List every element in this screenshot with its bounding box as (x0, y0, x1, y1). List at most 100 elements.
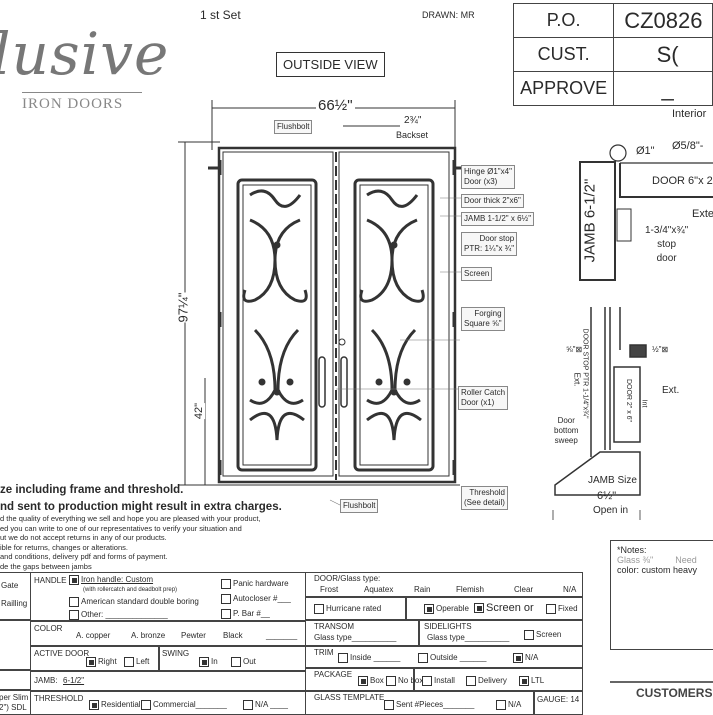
trim-inside-label: Inside (350, 653, 372, 663)
height-dimension: 97¼" (175, 292, 191, 323)
install-checkbox[interactable] (422, 676, 432, 686)
jamb-size-label: JAMB Size (588, 475, 637, 486)
screen-label: Screen (461, 267, 493, 281)
fixed-checkbox[interactable] (546, 604, 556, 614)
door-thick-label: Door thick 2"x6" (461, 194, 524, 208)
cust-value: S( (613, 37, 713, 72)
color-option-black[interactable]: Black (223, 631, 243, 640)
diameter-circle (609, 144, 627, 162)
iron-handle-label: Iron handle: Custom (81, 575, 154, 585)
glass-option-rain[interactable]: Rain (414, 585, 431, 594)
threshold-na-checkbox[interactable] (243, 700, 253, 710)
screen-checkbox[interactable] (474, 603, 484, 614)
commercial-checkbox[interactable] (141, 700, 151, 710)
approve-value: _ (613, 71, 713, 106)
no-box-label: No box (398, 676, 424, 686)
fixed-label: Fixed (558, 604, 578, 614)
roller-catch-line2: Door (x1) (461, 398, 495, 407)
color-option-a-copper[interactable]: A. copper (76, 631, 111, 640)
active-right-checkbox[interactable] (86, 657, 96, 667)
glass-option-na[interactable]: N/A (563, 585, 577, 594)
hurricane-checkbox[interactable] (314, 604, 324, 614)
swing-label: SWING (162, 649, 190, 658)
glass-option-frost[interactable]: Frost (320, 585, 339, 594)
sdl-cell: per Slim 2") SDL (0, 690, 31, 715)
active-left-checkbox[interactable] (124, 657, 134, 667)
threshold-section-detail (552, 307, 647, 520)
glass-template-na-checkbox[interactable] (496, 700, 506, 710)
trim-inside-checkbox[interactable] (338, 653, 348, 663)
no-box-checkbox[interactable] (386, 676, 396, 686)
door-stop-section-label: DOOR STOP PTR 1-1/4"x¾" (581, 328, 589, 419)
flushbolt-top-label: Flushbolt (274, 120, 313, 134)
disclaimer-line: ible for returns, changes or alterations… (0, 542, 128, 552)
hurricane-label: Hurricane rated (326, 604, 382, 614)
right-door-leaf (338, 151, 450, 477)
notes-glass: Glass ⅜" (617, 555, 654, 565)
stop-line1: 1-3/4"x¾" (645, 225, 689, 236)
order-form: Gate Railling per Slim 2") SDL HANDLE Ir… (0, 572, 713, 715)
transom-section: TRANSOM Glass type__________ (305, 619, 420, 647)
sidelights-screen-checkbox[interactable] (524, 630, 534, 640)
swing-in-checkbox[interactable] (199, 657, 209, 667)
disclaimer-line: de the gaps between jambs (0, 561, 92, 571)
logo-script: lusive (0, 20, 170, 88)
glass-option-aquatex[interactable]: Aquatex (364, 585, 394, 594)
hinge-line1: Hinge Ø1"x4" (464, 167, 512, 176)
notes-color: color: custom heavy (617, 565, 698, 575)
notes-title: *Notes: (617, 545, 647, 555)
disclaimer-line: and conditions, delivery pdf and forms o… (0, 552, 168, 561)
sent-pieces-checkbox[interactable] (384, 700, 394, 710)
other-checkbox[interactable] (69, 610, 79, 620)
glass-option-clear[interactable]: Clear (514, 585, 534, 594)
american-standard-checkbox[interactable] (69, 597, 79, 607)
color-option-a-bronze[interactable]: A. bronze (131, 631, 166, 640)
sdl-line2: 2") SDL (0, 703, 27, 712)
swing-out-checkbox[interactable] (231, 657, 241, 667)
residential-checkbox[interactable] (89, 700, 99, 710)
customers-signature-label: CUSTOMERS (636, 686, 713, 700)
jamb-form-value[interactable]: 6-1/2" (63, 676, 85, 685)
sweep-line1: Door (557, 416, 575, 425)
autocloser-checkbox[interactable] (221, 594, 231, 604)
glass-type-section: DOOR/Glass type: Frost Aquatex Rain Flem… (305, 572, 583, 598)
iron-handle-checkbox[interactable] (69, 575, 79, 585)
trim-section: TRIM Inside ______ Outside ______ N/A (305, 645, 583, 669)
american-standard-label: American standard double boring (81, 597, 199, 607)
gate-label: Gate (1, 581, 19, 590)
p-bar-checkbox[interactable] (221, 609, 231, 619)
five-eighths-label: ⅝"⊠ (566, 345, 583, 354)
sweep-line2: bottom (554, 426, 579, 435)
sdl-line1: per Slim (0, 693, 29, 702)
left-glass-panel (236, 178, 318, 472)
door-section-label: DOOR 2" x 6" (625, 378, 633, 423)
trim-na-checkbox[interactable] (513, 653, 523, 663)
trim-label: TRIM (314, 648, 334, 657)
ltl-checkbox[interactable] (519, 676, 529, 686)
transom-glass-label: Glass type (314, 633, 352, 642)
active-right-label: Right (98, 657, 117, 667)
handle-section: HANDLE Iron handle: Custom (with rollerc… (30, 572, 306, 622)
trim-outside-checkbox[interactable] (418, 653, 428, 663)
box-checkbox[interactable] (358, 676, 368, 686)
disclaimer-line: d the quality of everything we sell and … (0, 514, 261, 523)
stop-line2: stop (657, 239, 677, 250)
color-option-pewter[interactable]: Pewter (181, 631, 206, 640)
delivery-checkbox[interactable] (466, 676, 476, 686)
glass-option-flemish[interactable]: Flemish (456, 585, 485, 594)
jamb-form-label: JAMB: (34, 676, 58, 685)
threshold-form-label: THRESHOLD (34, 694, 84, 703)
handle-height-dimension: 42" (193, 402, 206, 420)
sidelights-section: SIDELIGHTS Glass type__________ Screen (418, 619, 583, 647)
delivery-section: Install Delivery LTL (413, 667, 583, 692)
panic-hardware-checkbox[interactable] (221, 579, 231, 589)
disclaimer-lines: d the quality of everything we sell and … (0, 514, 261, 571)
operable-checkbox[interactable] (424, 604, 434, 614)
door-stop-line2: PTR: 1¼"x ¾" (464, 244, 515, 253)
ltl-label: LTL (531, 676, 545, 686)
autocloser-label: Autocloser # (233, 594, 278, 604)
commercial-label: Commercial (153, 700, 196, 710)
